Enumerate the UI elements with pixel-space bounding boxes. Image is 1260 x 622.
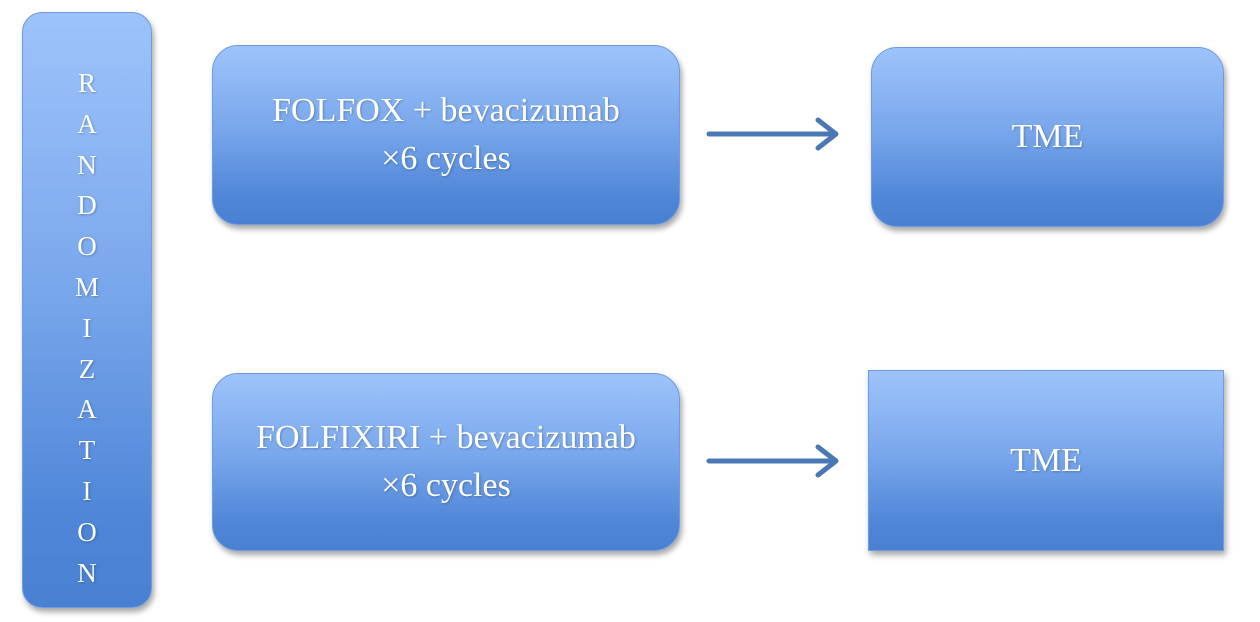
randomization-letter: M bbox=[74, 271, 99, 302]
outcome-box-tme: TME bbox=[868, 370, 1224, 551]
randomization-box: R A N D O M I Z A T I O N bbox=[22, 12, 152, 608]
outcome-box-tme: TME bbox=[871, 47, 1224, 227]
randomization-letter: N bbox=[77, 149, 97, 180]
randomization-letter: O bbox=[77, 516, 97, 547]
treatment-box-folfixiri: FOLFIXIRI + bevacizumab ×6 cycles bbox=[212, 373, 680, 551]
outcome-label: TME bbox=[1011, 118, 1084, 155]
randomization-letter: T bbox=[78, 435, 96, 466]
treatment-cycles: ×6 cycles bbox=[381, 140, 511, 177]
randomization-letter: D bbox=[77, 190, 97, 221]
randomization-letter: N bbox=[77, 557, 97, 588]
randomization-letter: R bbox=[77, 68, 96, 98]
randomization-letter: I bbox=[82, 312, 92, 343]
treatment-regimen: FOLFOX + bevacizumab bbox=[272, 92, 620, 129]
treatment-cycles: ×6 cycles bbox=[381, 467, 511, 504]
randomization-letter: O bbox=[77, 231, 97, 262]
arrow-right-icon bbox=[706, 444, 839, 478]
outcome-label: TME bbox=[1010, 441, 1082, 479]
treatment-box-folfox: FOLFOX + bevacizumab ×6 cycles bbox=[212, 45, 680, 225]
randomization-letter: Z bbox=[78, 353, 96, 384]
treatment-label: FOLFIXIRI + bevacizumab ×6 cycles bbox=[256, 414, 636, 510]
treatment-regimen: FOLFIXIRI + bevacizumab bbox=[256, 419, 636, 456]
treatment-label: FOLFOX + bevacizumab ×6 cycles bbox=[272, 87, 620, 183]
randomization-letter: I bbox=[82, 475, 92, 506]
randomization-letter: A bbox=[77, 108, 97, 139]
randomization-letter: A bbox=[77, 394, 97, 425]
arrow-right-icon bbox=[706, 117, 839, 151]
